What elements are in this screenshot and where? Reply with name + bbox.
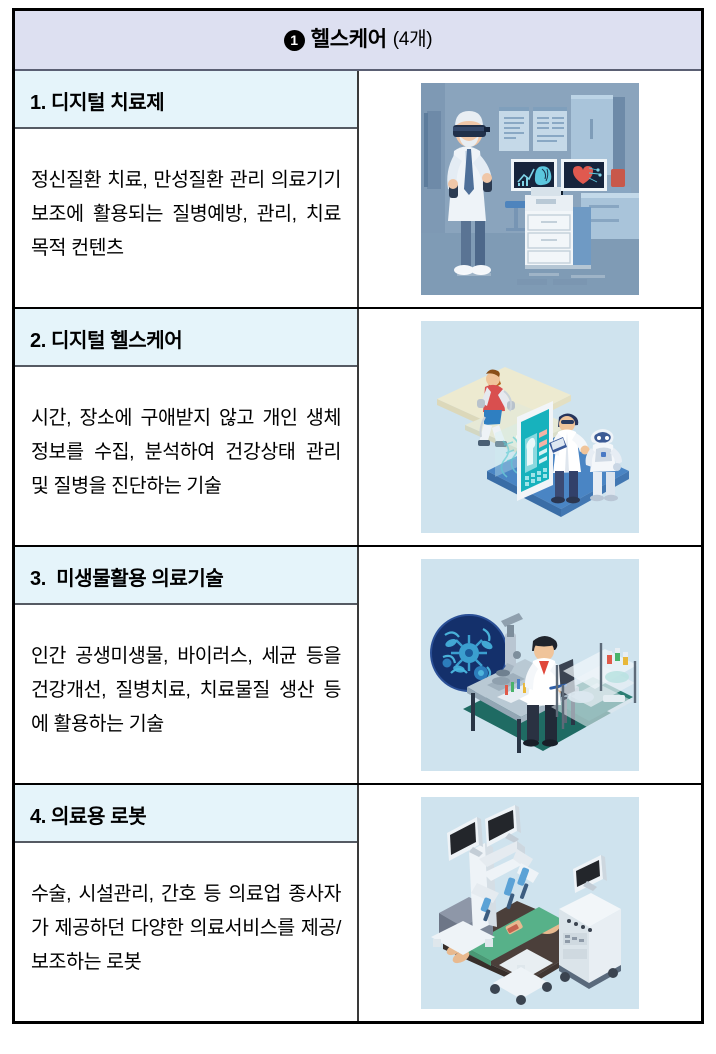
row-2-title: 2. 디지털 헬스케어 (15, 309, 357, 367)
doctor-vr-headset-clinic-illustration (421, 83, 639, 295)
table-row: 3. 미생물활용 의료기술 인간 공생미생물, 바이러스, 세균 등을 건강개선… (13, 546, 703, 785)
healthcare-technology-table: 1 헬스케어 (4개) 1. 디지털 치료제 정신질환 치료, 만성질환 관리 … (12, 8, 704, 1024)
header-inner: 1 헬스케어 (4개) (283, 27, 433, 51)
row-1-text-cell: 1. 디지털 치료제 정신질환 치료, 만성질환 관리 의료기기 보조에 활용되… (13, 70, 359, 309)
row-2-image-cell (358, 308, 703, 547)
table-header-row: 1 헬스케어 (4개) (13, 9, 703, 71)
row-1-image-wrap (359, 71, 701, 307)
table-row: 1. 디지털 치료제 정신질환 치료, 만성질환 관리 의료기기 보조에 활용되… (13, 70, 703, 309)
row-4-title: 4. 의료용 로봇 (15, 785, 357, 843)
row-3-title: 3. 미생물활용 의료기술 (15, 547, 357, 605)
row-2-description: 시간, 장소에 구애받지 않고 개인 생체정보를 수집, 분석하여 건강상태 관… (31, 407, 341, 497)
surgical-robot-operating-room-illustration (421, 797, 639, 1009)
table-header-cell: 1 헬스케어 (4개) (13, 9, 703, 71)
row-4-image-wrap (359, 785, 701, 1021)
row-3-image-wrap (359, 547, 701, 783)
row-1-image-cell (358, 70, 703, 309)
row-3-image-cell (358, 546, 703, 785)
row-3-description: 인간 공생미생물, 바이러스, 세균 등을 건강개선, 질병치료, 치료물질 생… (31, 645, 341, 735)
row-1-description: 정신질환 치료, 만성질환 관리 의료기기 보조에 활용되는 질병예방, 관리,… (31, 169, 341, 259)
row-4-text-cell: 4. 의료용 로봇 수술, 시설관리, 간호 등 의료업 종사자가 제공하던 다… (13, 784, 359, 1023)
table-row: 2. 디지털 헬스케어 시간, 장소에 구애받지 않고 개인 생체정보를 수집,… (13, 308, 703, 547)
row-1-title: 1. 디지털 치료제 (15, 71, 357, 129)
wearable-monitoring-isometric-illustration (421, 321, 639, 533)
row-3-text-cell: 3. 미생물활용 의료기술 인간 공생미생물, 바이러스, 세균 등을 건강개선… (13, 546, 359, 785)
row-2-text-cell: 2. 디지털 헬스케어 시간, 장소에 구애받지 않고 개인 생체정보를 수집,… (13, 308, 359, 547)
microbiology-lab-microscope-illustration (421, 559, 639, 771)
row-4-description: 수술, 시설관리, 간호 등 의료업 종사자가 제공하던 다양한 의료서비스를 … (31, 883, 341, 973)
table-row: 4. 의료용 로봇 수술, 시설관리, 간호 등 의료업 종사자가 제공하던 다… (13, 784, 703, 1023)
header-count: (4개) (392, 28, 433, 50)
header-title: 헬스케어 (310, 27, 387, 51)
row-2-image-wrap (359, 309, 701, 545)
row-4-image-cell (358, 784, 703, 1023)
circled-number-one-icon: 1 (283, 29, 305, 51)
